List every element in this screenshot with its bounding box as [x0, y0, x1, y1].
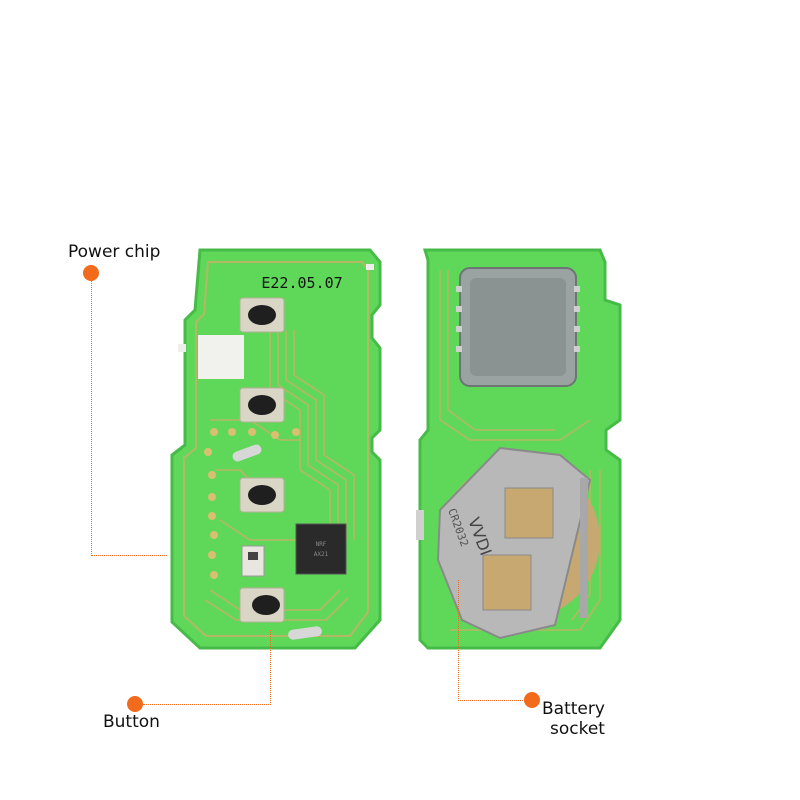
tactile-button — [239, 477, 285, 513]
tactile-button — [239, 387, 285, 423]
marker-power-chip — [83, 265, 99, 281]
transponder-module — [456, 267, 580, 387]
label-power-chip: Power chip — [68, 242, 161, 262]
tactile-button — [239, 587, 285, 623]
label-battery-socket: Battery socket — [542, 699, 605, 739]
guide-button — [143, 630, 271, 705]
pcb-front: NRF AX21 E22.05.07 — [170, 248, 382, 650]
label-button: Button — [103, 712, 160, 732]
board-marking: E22.05.07 — [261, 274, 342, 292]
marker-battery-socket — [524, 692, 540, 708]
battery-socket: VVDI CR2032 — [436, 446, 600, 640]
svg-text:AX21: AX21 — [314, 551, 329, 558]
tactile-button — [239, 297, 285, 333]
label-battery-socket-line2: socket — [550, 719, 605, 739]
marker-button — [127, 696, 143, 712]
svg-text:NRF: NRF — [316, 541, 327, 548]
label-battery-socket-line1: Battery — [542, 699, 605, 719]
pcb-back: VVDI CR2032 — [416, 248, 622, 650]
power-chip: NRF AX21 — [295, 523, 347, 575]
guide-power-chip — [91, 280, 167, 556]
guide-battery-socket — [458, 580, 525, 701]
